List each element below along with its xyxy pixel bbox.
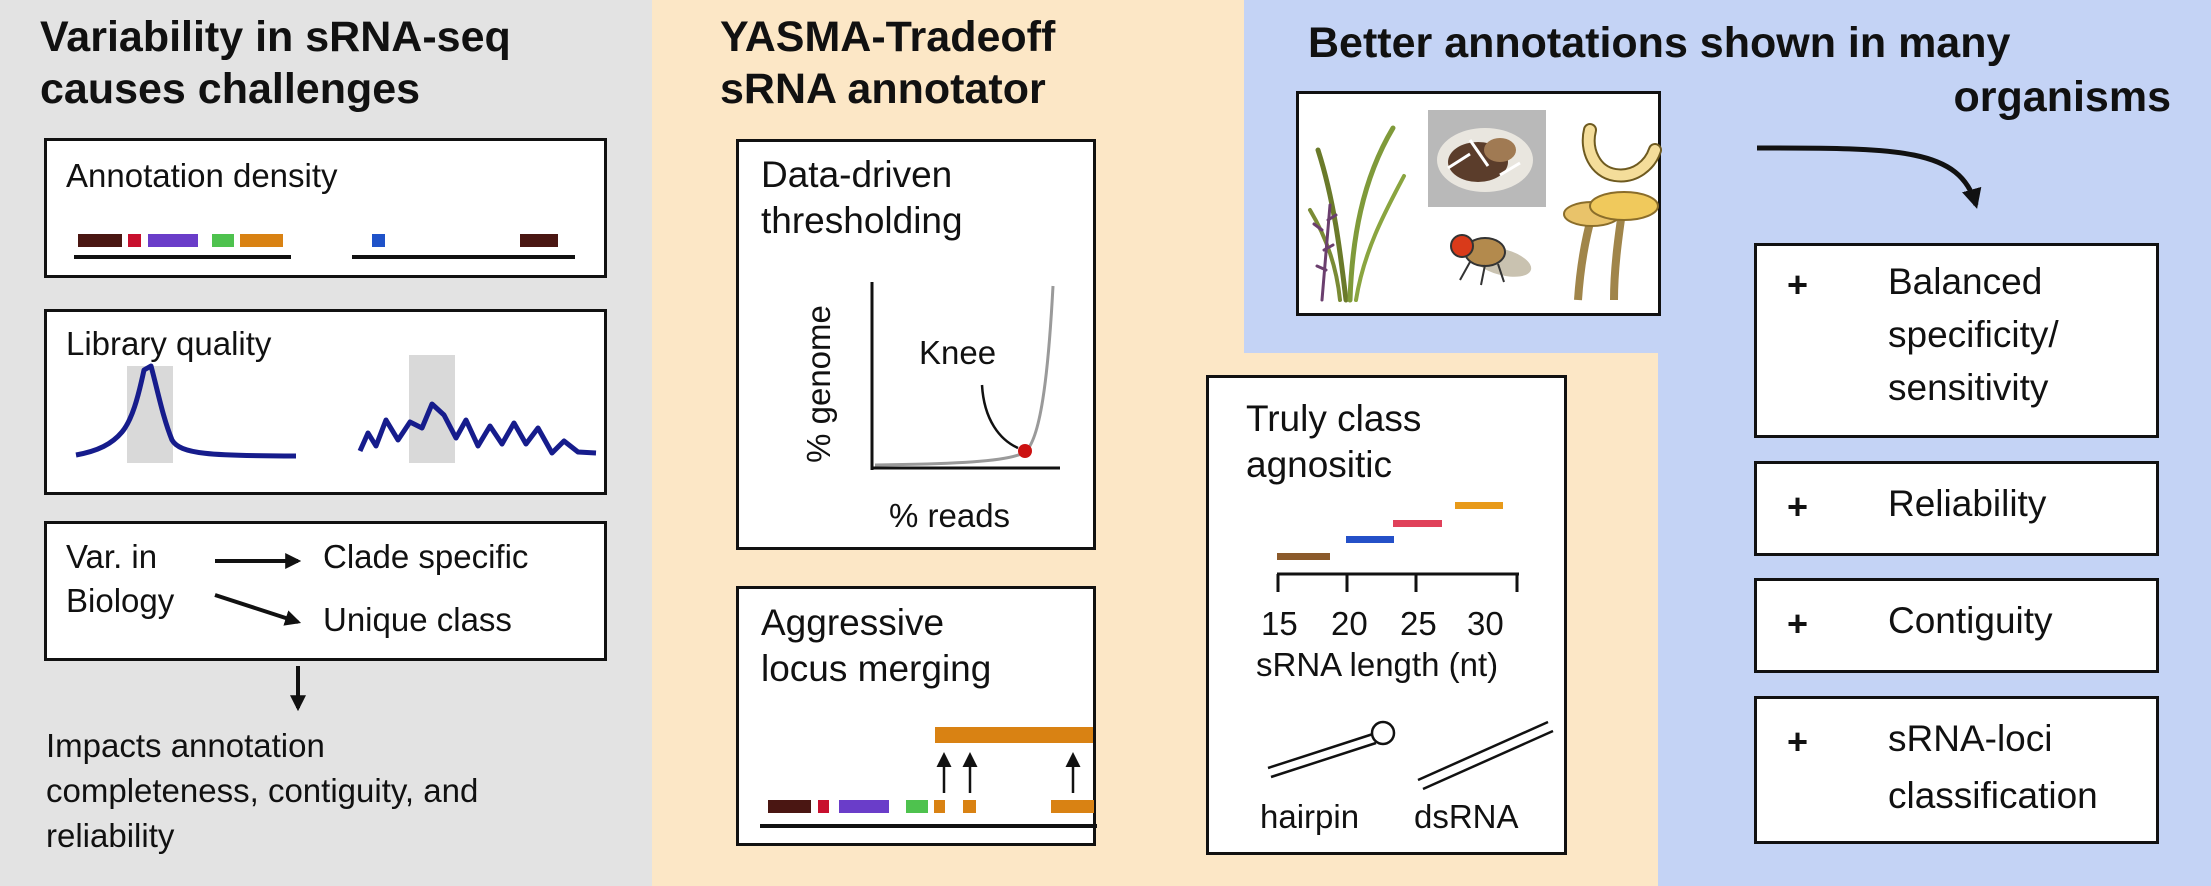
benefit-1-line3: sensitivity	[1888, 367, 2049, 408]
worm-icon	[1581, 123, 1662, 183]
hairpin-label: hairpin	[1260, 798, 1360, 835]
middle-title-line2: sRNA annotator	[720, 65, 1046, 113]
agnostic-title-line1: Truly class	[1246, 398, 1422, 439]
thresholding-box	[736, 139, 1096, 550]
fly-icon	[1450, 234, 1532, 286]
unique-class-label: Unique class	[323, 601, 512, 638]
library-quality-label: Library quality	[66, 325, 272, 362]
benefit-2-line1: Reliability	[1888, 483, 2047, 524]
knee-dot	[1018, 444, 1032, 458]
impact-line2: completeness, contiguity, and	[46, 772, 479, 809]
benefit-plus-1: +	[1787, 264, 1809, 305]
benefit-plus-3: +	[1787, 603, 1809, 644]
right-title-line1: Better annotations shown in many	[1308, 19, 2011, 67]
density-locus-3	[148, 234, 198, 247]
benefit-1-line1: Balanced	[1888, 261, 2043, 302]
agnostic-box	[1206, 375, 1567, 855]
merging-title-line2: locus merging	[761, 648, 992, 689]
length-tick-20: 20	[1331, 605, 1368, 642]
dsrna-label: dsRNA	[1414, 798, 1519, 835]
density-locus-1	[78, 234, 122, 247]
thresholding-title-line1: Data-driven	[761, 154, 953, 195]
merge-locus-3	[839, 800, 889, 813]
left-title-line1: Variability in sRNA-seq	[40, 13, 511, 61]
benefit-box-2	[1754, 461, 2159, 556]
merging-title-line1: Aggressive	[761, 602, 945, 643]
annotation-density-label: Annotation density	[66, 157, 338, 194]
length-bar-orange	[1455, 502, 1503, 509]
merge-locus-6	[963, 800, 976, 813]
quality-peak-line	[75, 363, 297, 459]
benefit-4-line1: sRNA-loci	[1888, 718, 2053, 759]
benefit-1-line2: specificity/	[1888, 314, 2059, 355]
biology-box	[44, 521, 607, 661]
biology-label: Biology	[66, 582, 175, 619]
unique-arrow	[214, 593, 302, 626]
threshold-curve	[874, 285, 1055, 467]
length-axis-label: sRNA length (nt)	[1256, 646, 1499, 683]
mushrooms-icon	[1563, 191, 1659, 301]
merge-locus-5	[934, 800, 945, 813]
density-locus-6	[372, 234, 385, 247]
merge-locus-1	[768, 800, 811, 813]
benefit-plus-4: +	[1787, 721, 1809, 762]
benefit-3-line1: Contiguity	[1888, 600, 2053, 641]
benefit-box-3	[1754, 578, 2159, 673]
dsrna-icon	[1417, 720, 1554, 791]
benefit-box-1	[1754, 243, 2159, 438]
length-tick-15: 15	[1261, 605, 1298, 642]
mushroom-bee-photo-icon	[1428, 110, 1546, 207]
right-title-line2: organisms	[1953, 73, 2171, 121]
quality-noisy-line	[357, 401, 597, 456]
merged-locus	[935, 727, 1093, 743]
length-tick-30: 30	[1467, 605, 1504, 642]
annotation-density-track-2	[352, 234, 575, 259]
annotation-density-track-1	[74, 234, 291, 259]
impact-line1: Impacts annotation	[46, 727, 325, 764]
density-locus-7	[520, 234, 558, 247]
density-locus-5	[240, 234, 283, 247]
length-bar-blue	[1346, 536, 1394, 543]
knee-pointer	[980, 384, 1019, 450]
merge-locus-2	[818, 800, 829, 813]
merge-locus-4	[906, 800, 928, 813]
x-axis-label: % reads	[889, 497, 1011, 534]
hairpin-icon	[1267, 720, 1396, 779]
benefit-plus-2: +	[1787, 486, 1809, 527]
left-title-line2: causes challenges	[40, 65, 421, 113]
agnostic-title-line2: agnositic	[1246, 444, 1393, 485]
merge-locus-7	[1051, 800, 1094, 813]
grass-plant-icon	[1308, 125, 1406, 303]
var-in-label: Var. in	[66, 538, 158, 575]
length-bar-red	[1393, 520, 1442, 527]
density-locus-2	[128, 234, 141, 247]
length-bar-brown	[1277, 553, 1330, 560]
knee-label: Knee	[919, 334, 997, 371]
middle-title-line1: YASMA-Tradeoff	[720, 13, 1056, 61]
impact-line3: reliability	[46, 817, 175, 854]
length-tick-25: 25	[1400, 605, 1437, 642]
density-locus-4	[212, 234, 234, 247]
benefit-4-line2: classification	[1888, 775, 2098, 816]
clade-specific-label: Clade specific	[323, 538, 529, 575]
annotation-density-box	[44, 138, 607, 278]
thresholding-title-line2: thresholding	[761, 200, 963, 241]
organisms-to-benefits-arrow	[1756, 145, 1982, 209]
benefit-box-4	[1754, 696, 2159, 844]
